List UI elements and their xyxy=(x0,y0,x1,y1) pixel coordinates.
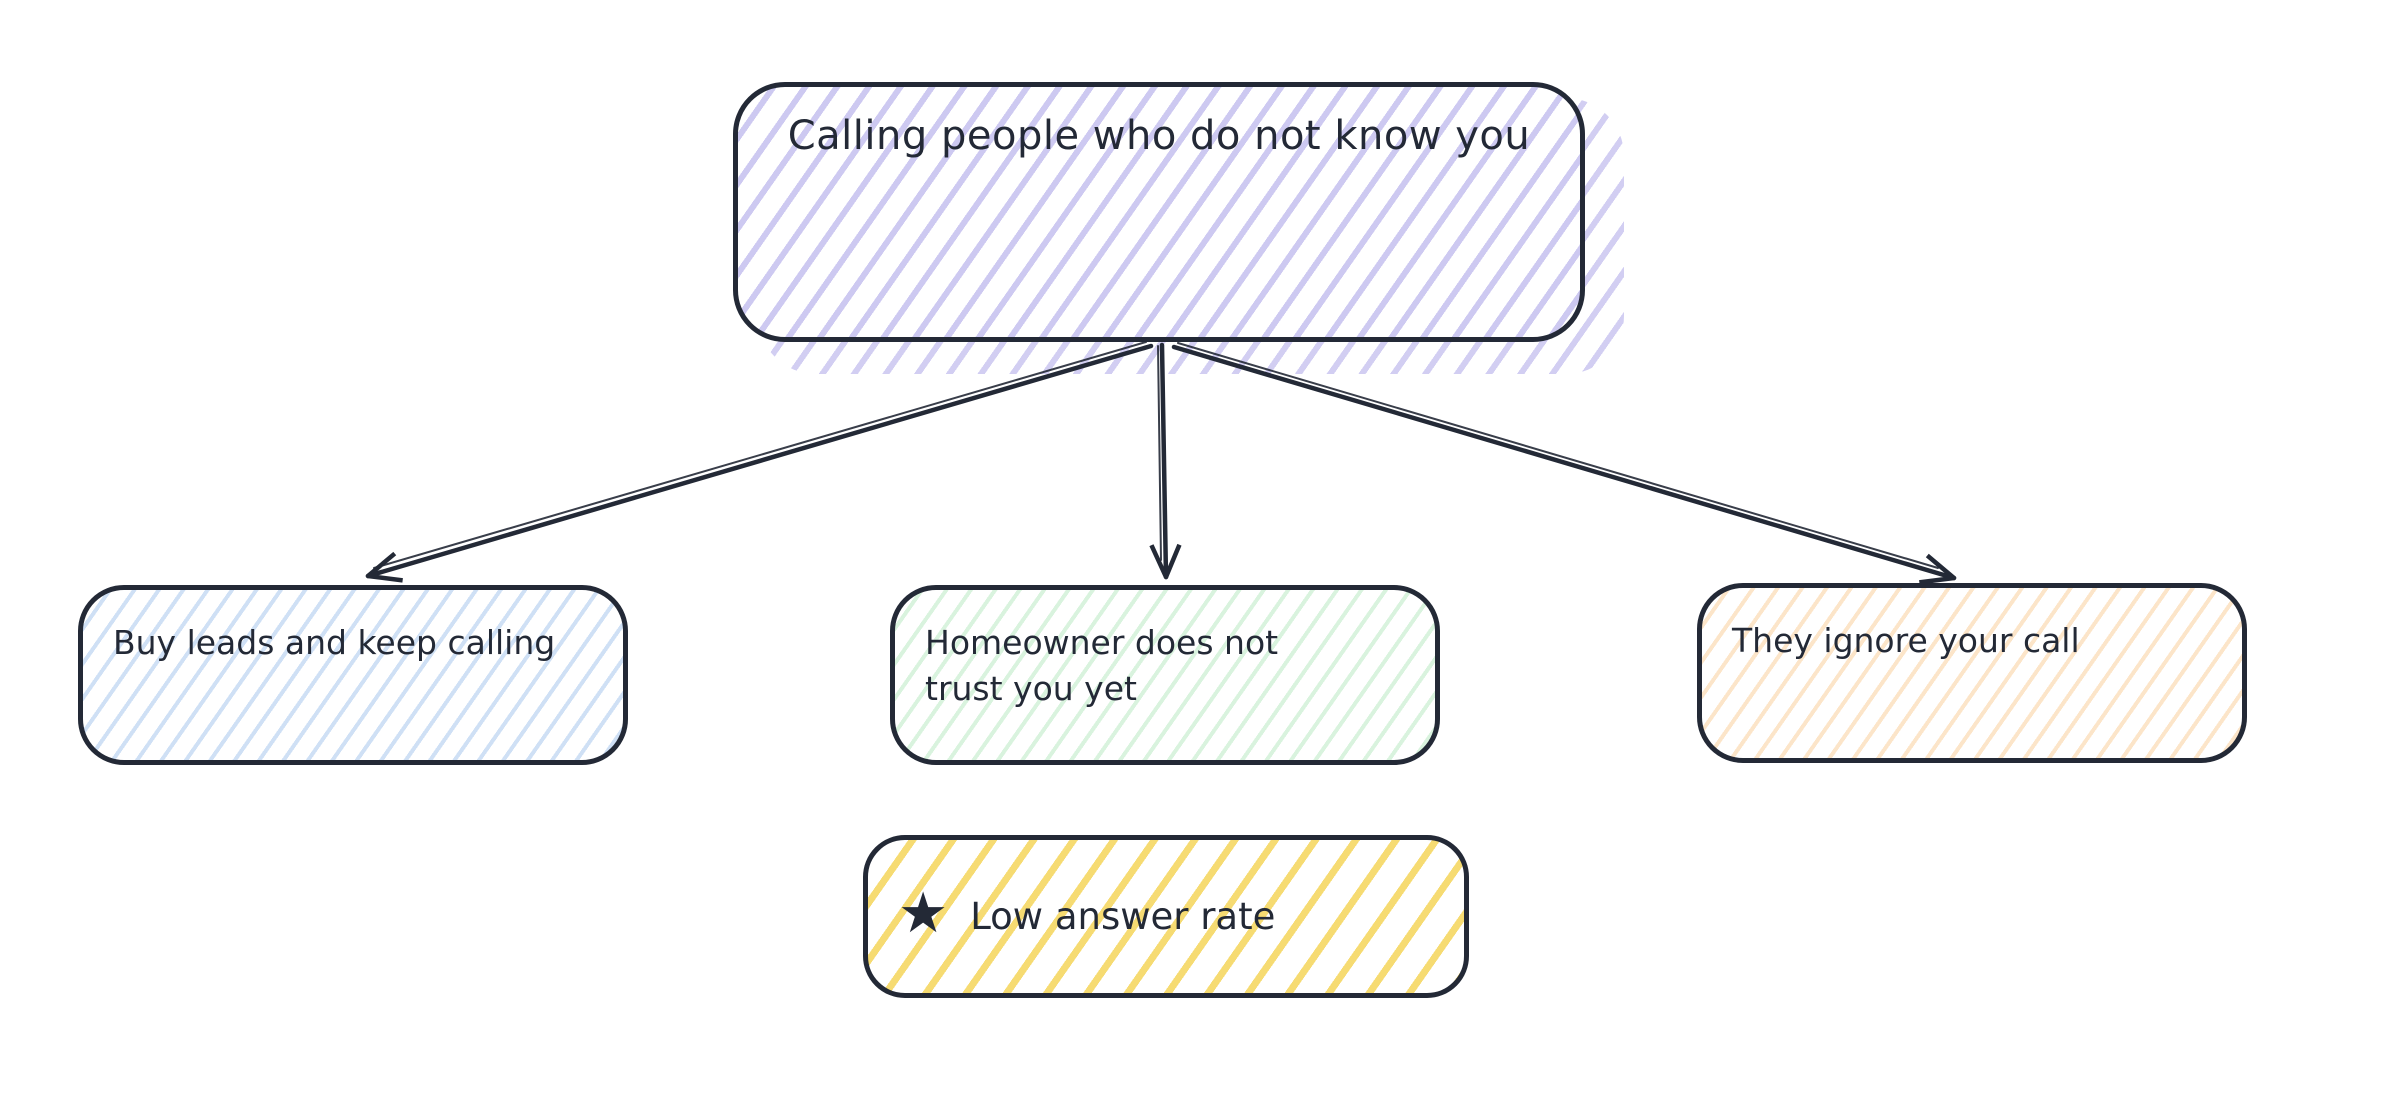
node-calling-people[interactable]: Calling people who do not know you xyxy=(733,82,1585,342)
arrow-root-to-homeowner-trust[interactable] xyxy=(1149,342,1182,580)
node-label: Calling people who do not know you xyxy=(787,113,1531,159)
star-icon: ★ xyxy=(898,880,949,946)
node-label-line: Homeowner does not xyxy=(925,623,1279,662)
node-buy-leads[interactable]: Buy leads and keep calling xyxy=(78,585,628,765)
node-low-answer-rate[interactable]: ★ Low answer rate xyxy=(863,835,1469,998)
arrow-root-to-ignore-call[interactable] xyxy=(1171,342,1957,585)
node-label: Buy leads and keep calling xyxy=(113,623,556,662)
node-ignore-call[interactable]: They ignore your call xyxy=(1697,583,2247,763)
node-label-line: trust you yet xyxy=(925,668,1137,708)
node-label: Low answer rate xyxy=(970,895,1276,938)
node-homeowner-trust[interactable]: Homeowner does not trust you yet xyxy=(890,585,1440,765)
node-label: They ignore your call xyxy=(1732,621,2080,660)
arrow-root-to-buy-leads[interactable] xyxy=(365,341,1154,583)
